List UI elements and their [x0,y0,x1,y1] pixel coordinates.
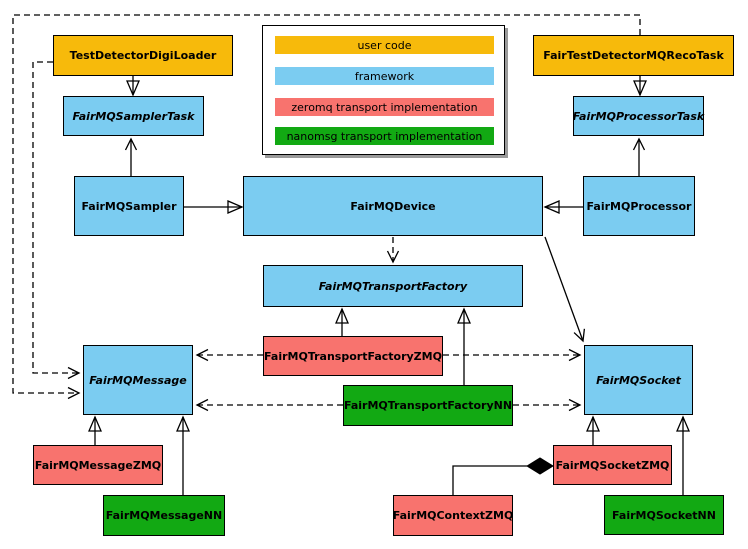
node-fairmq-processor: FairMQProcessor [583,176,695,236]
legend-item-zeromq: zeromq transport implementation [275,98,494,116]
node-test-detector-digi-loader: TestDetectorDigiLoader [53,35,233,76]
node-fairmq-message-nn: FairMQMessageNN [103,495,225,536]
edge-device-to-socket [544,236,586,343]
node-fairmq-socket-nn: FairMQSocketNN [604,495,724,535]
legend-item-framework: framework [275,67,494,85]
node-fairmq-transport-factory: FairMQTransportFactory [263,265,523,307]
composition-diamond-icon [526,457,554,475]
legend-item-user-code: user code [275,36,494,54]
node-fairmq-context-zmq: FairMQContextZMQ [393,495,513,536]
legend-item-nanomsg: nanomsg transport implementation [275,127,494,145]
legend-box: user code framework zeromq transport imp… [262,25,505,155]
node-fair-test-detector-mq-reco-task: FairTestDetectorMQRecoTask [533,35,734,76]
node-fairmq-device: FairMQDevice [243,176,543,236]
node-fairmq-sampler: FairMQSampler [74,176,184,236]
node-fairmq-socket-zmq: FairMQSocketZMQ [553,445,672,485]
node-fairmq-transport-factory-zmq: FairMQTransportFactoryZMQ [263,336,443,376]
node-fairmq-processor-task: FairMQProcessorTask [573,96,704,136]
node-fairmq-socket: FairMQSocket [584,345,693,415]
edge-contextzmq-to-socketzmq-composition [452,465,527,495]
node-fairmq-message-zmq: FairMQMessageZMQ [33,445,163,485]
node-fairmq-message: FairMQMessage [83,345,193,415]
node-fairmq-sampler-task: FairMQSamplerTask [63,96,204,136]
node-fairmq-transport-factory-nn: FairMQTransportFactoryNN [343,385,513,426]
